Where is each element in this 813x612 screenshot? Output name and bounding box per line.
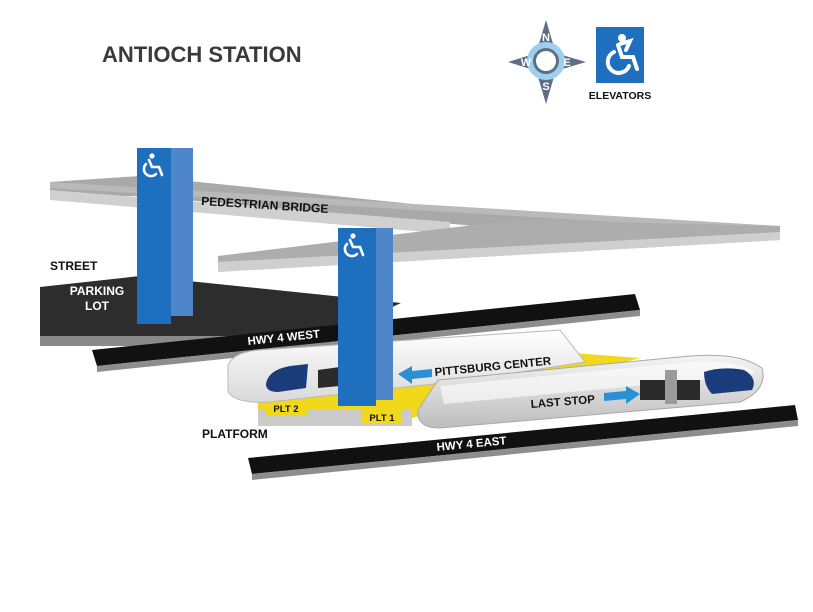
page-title: ANTIOCH STATION xyxy=(102,42,302,67)
elevator-tower-2 xyxy=(338,228,393,406)
street-label: STREET xyxy=(50,259,98,273)
platform-label: PLATFORM xyxy=(202,427,268,441)
elevator-tower-1 xyxy=(137,148,193,324)
elevator-1-accessible-icon xyxy=(142,153,164,178)
compass-icon: N S W E xyxy=(508,20,586,104)
parking-label-line1: PARKING xyxy=(70,284,124,298)
eastbound-arrow-icon xyxy=(604,386,640,404)
train-front-label: LAST STOP xyxy=(530,394,595,411)
compass-west: W xyxy=(521,57,532,69)
train-last-stop xyxy=(417,354,764,429)
legend-accessible-icon xyxy=(596,27,644,83)
compass-north: N xyxy=(542,32,550,44)
plt1-label: PLT 1 xyxy=(369,413,395,424)
highway-east xyxy=(248,405,798,480)
compass-south: S xyxy=(542,81,549,93)
westbound-arrow-icon xyxy=(398,366,432,384)
compass-east: E xyxy=(563,57,570,69)
elevator-2-accessible-icon xyxy=(343,233,365,258)
plt2-label: PLT 2 xyxy=(273,404,298,415)
train-pittsburg-center xyxy=(227,329,586,403)
legend-elevators-label: ELEVATORS xyxy=(589,90,651,102)
parking-label-line2: LOT xyxy=(85,299,110,313)
